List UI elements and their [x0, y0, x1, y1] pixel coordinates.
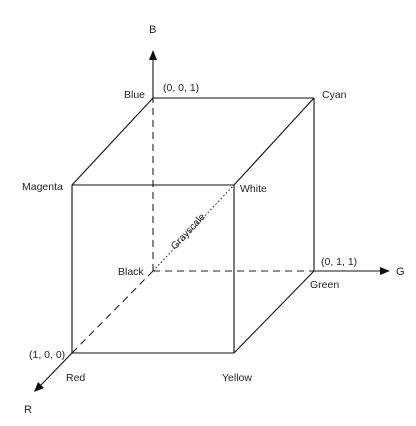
edge-green-yellow: [233, 270, 315, 354]
corner-label-green: Green: [310, 279, 339, 291]
corner-label-white: White: [240, 183, 267, 195]
coordinate-label-green: (0, 1, 1): [321, 256, 357, 268]
coordinate-label-blue: (0, 0, 1): [163, 82, 199, 94]
g-axis-arrowhead: [380, 267, 390, 275]
edge-cyan-white: [233, 97, 315, 186]
grayscale-diagonal: [152, 184, 235, 272]
r-axis-arrowhead: [34, 382, 44, 392]
corner-label-magenta: Magenta: [22, 181, 63, 193]
r-axis-line: [39, 352, 73, 387]
edge-blue-magenta: [71, 97, 154, 186]
corner-label-cyan: Cyan: [322, 89, 347, 101]
hidden-edge-black-red: [71, 270, 154, 354]
corner-label-black: Black: [118, 266, 144, 278]
b-axis-label: B: [149, 24, 156, 36]
corner-label-blue: Blue: [124, 89, 145, 101]
coordinate-label-red: (1, 0, 0): [29, 349, 65, 361]
corner-label-red: Red: [66, 372, 85, 384]
r-axis-label: R: [24, 404, 32, 416]
g-axis-label: G: [396, 266, 405, 278]
corner-label-yellow: Yellow: [222, 372, 252, 384]
b-axis-arrowhead: [149, 50, 157, 60]
grayscale-diagonal-label: Grayscale: [169, 211, 208, 252]
